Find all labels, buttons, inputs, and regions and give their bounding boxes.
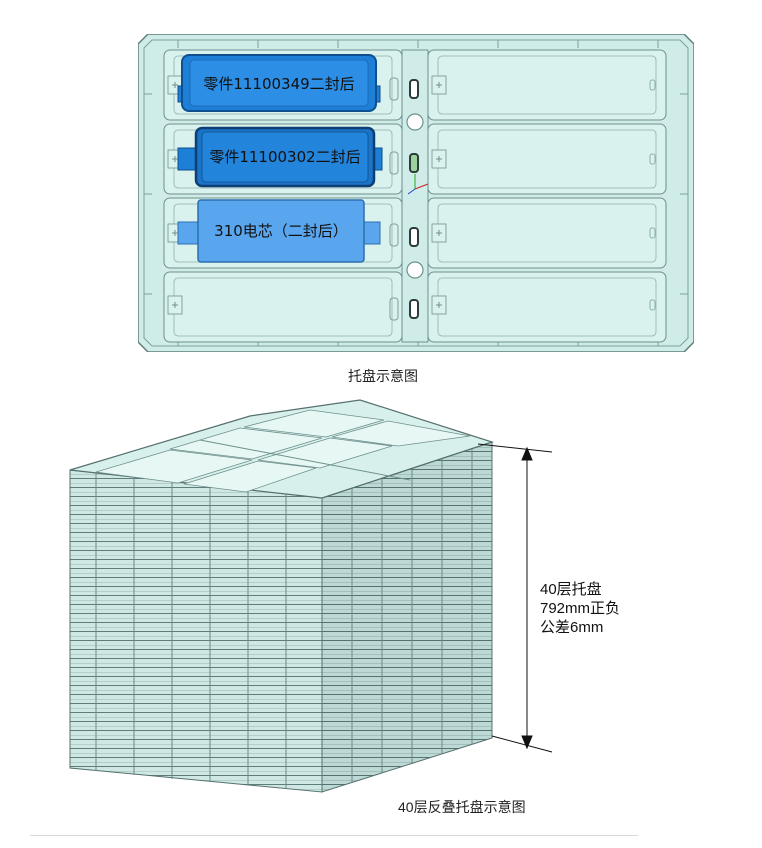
dimension-marker xyxy=(477,443,553,753)
stack-front-face xyxy=(69,469,323,793)
tray-top-view: 零件11100349二封后 零件11100302二封后 310电芯（二封后） xyxy=(138,34,694,352)
stacked-trays-view xyxy=(69,399,553,793)
stack-caption: 40层反叠托盘示意图 xyxy=(398,799,526,815)
cell-2-label: 零件11100302二封后 xyxy=(209,148,360,166)
cell-1: 零件11100349二封后 xyxy=(177,54,381,112)
slot-left-4 xyxy=(163,271,403,343)
dimension-line-2: 792mm正负 xyxy=(540,600,621,617)
plus-marks xyxy=(172,82,442,308)
lock-slot-4 xyxy=(409,299,419,319)
lock-slot-3 xyxy=(409,227,419,247)
tray-caption: 托盘示意图 xyxy=(348,368,418,384)
cell-1-label: 零件11100349二封后 xyxy=(203,75,354,93)
dimension-line-1: 40层托盘 xyxy=(540,581,602,598)
stack-side-face xyxy=(321,441,493,793)
post-2 xyxy=(406,261,424,279)
cell-3: 310电芯（二封后） xyxy=(177,199,381,263)
cell-2: 零件11100302二封后 xyxy=(177,126,383,188)
slot-right-2 xyxy=(427,123,667,195)
divider xyxy=(30,835,638,836)
lock-slot-2 xyxy=(409,153,419,173)
slot-right-3 xyxy=(427,197,667,269)
cell-3-label: 310电芯（二封后） xyxy=(214,222,348,240)
dimension-line-3: 公差6mm xyxy=(540,619,604,636)
slot-right-4 xyxy=(427,271,667,343)
post-1 xyxy=(406,113,424,131)
axis-triad xyxy=(407,174,429,195)
lock-slot-1 xyxy=(409,79,419,99)
slot-right-1 xyxy=(427,49,667,121)
tray-inner-rim xyxy=(143,39,689,347)
dimension-label: 40层托盘 792mm正负 公差6mm xyxy=(540,580,620,637)
